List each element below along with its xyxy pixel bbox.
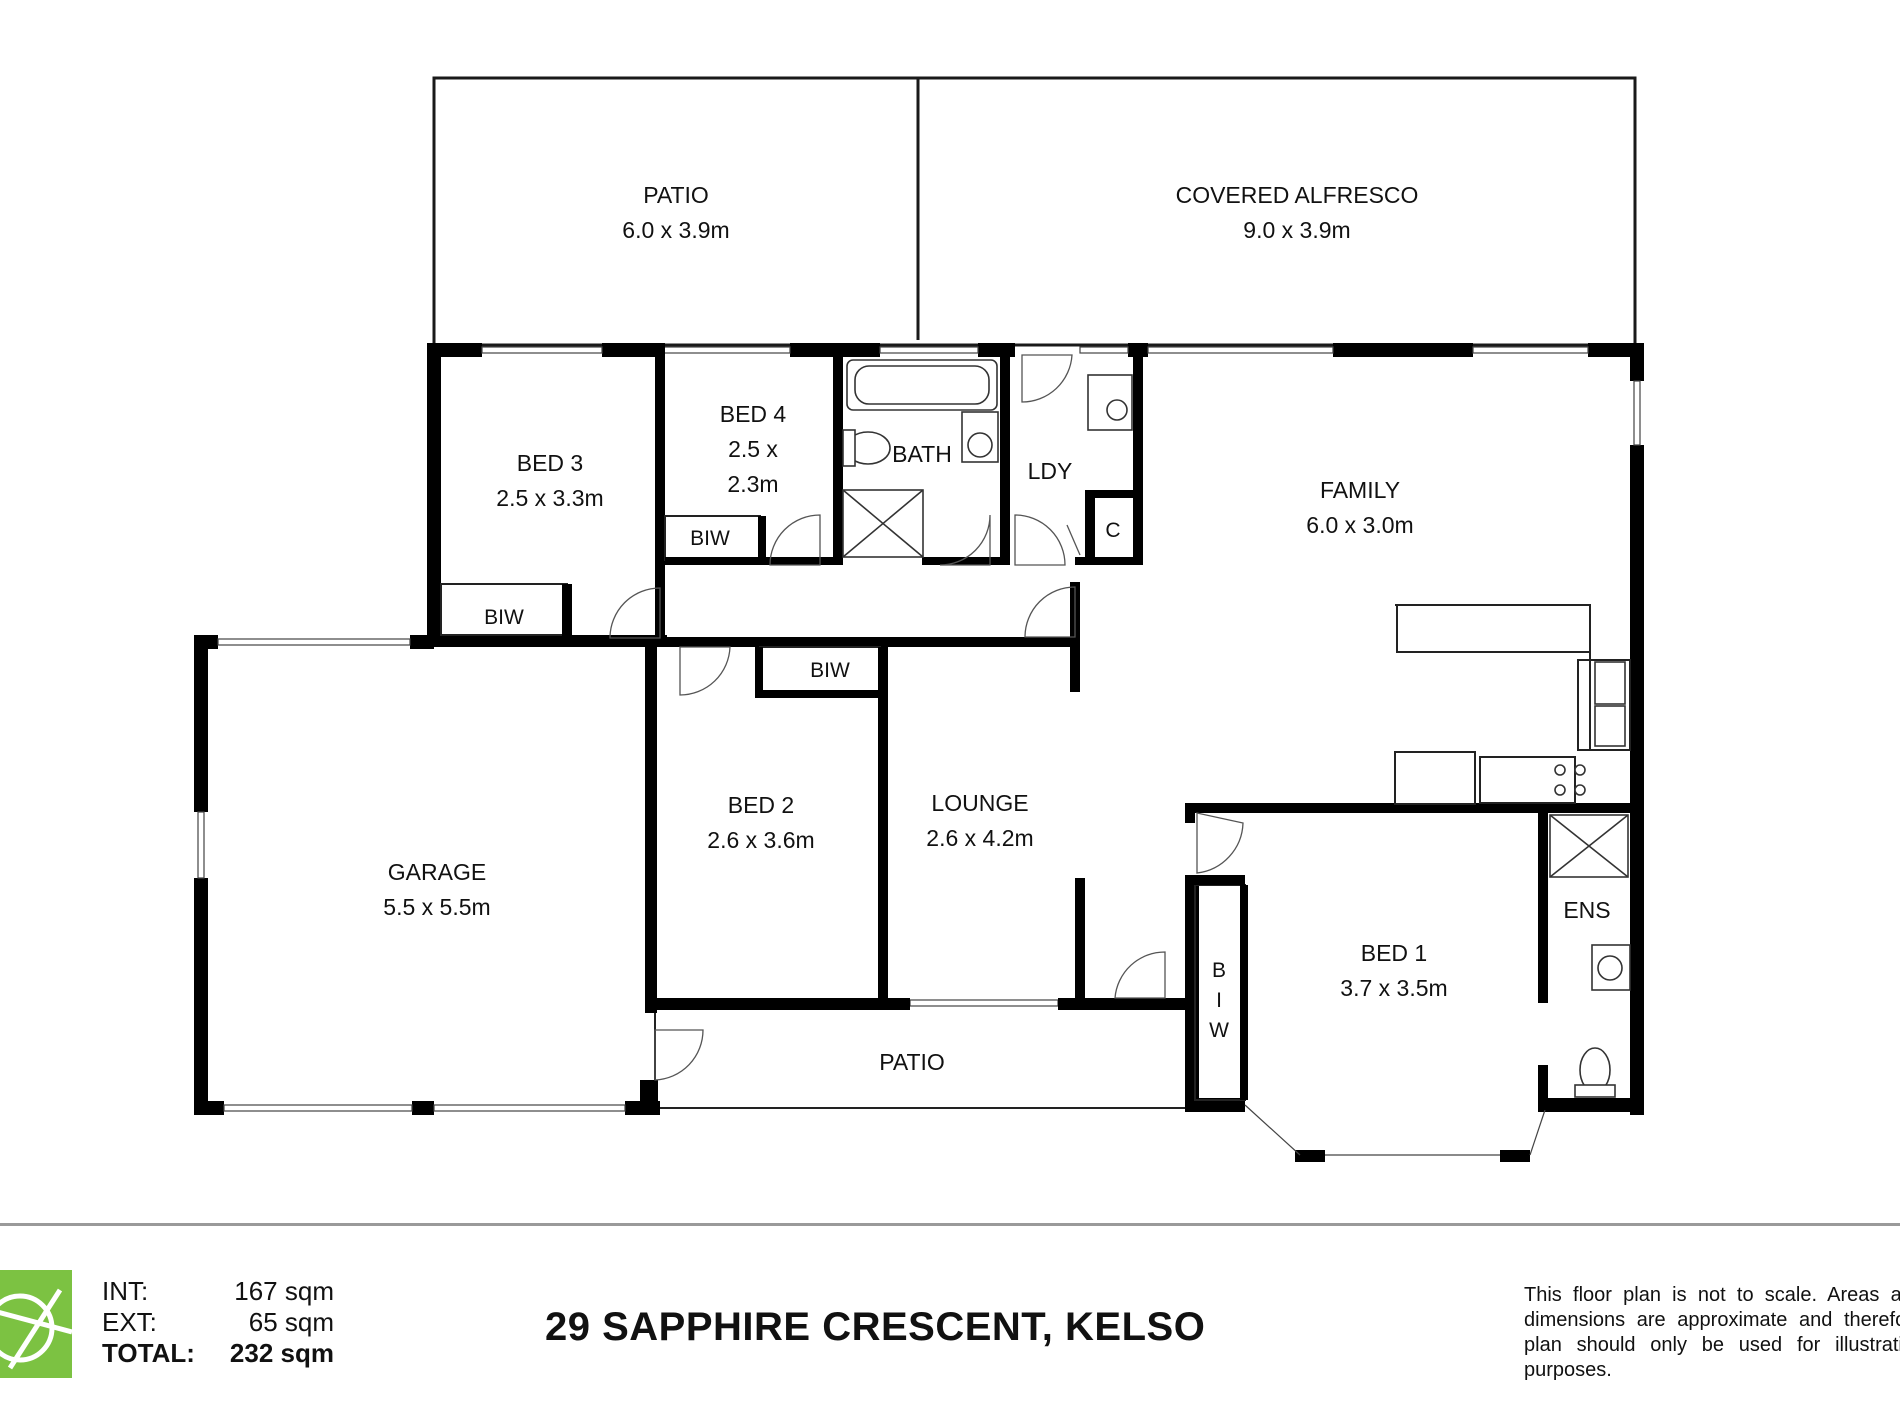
fixtures bbox=[842, 359, 1631, 1098]
room-garage-name: GARAGE bbox=[388, 859, 486, 885]
area-row-ext: EXT: 65 sqm bbox=[102, 1307, 334, 1338]
area-int-label: INT: bbox=[102, 1276, 149, 1306]
doors bbox=[609, 354, 1244, 1081]
room-bed2-dims: 2.6 x 3.6m bbox=[707, 827, 814, 853]
room-garage-dims: 5.5 x 5.5m bbox=[383, 894, 490, 920]
area-row-int: INT: 167 sqm bbox=[102, 1276, 334, 1307]
disclaimer-container: This floor plan is not to scale. Areas a… bbox=[1524, 1280, 1900, 1400]
room-family-name: FAMILY bbox=[1320, 477, 1400, 503]
room-bed1-dims: 3.7 x 3.5m bbox=[1340, 975, 1447, 1001]
exterior-walls bbox=[194, 343, 1644, 1162]
room-biw-bed1-l1: B bbox=[1212, 959, 1226, 982]
room-bath-name: BATH bbox=[892, 441, 952, 467]
room-bed1-name: BED 1 bbox=[1361, 940, 1427, 966]
floor-plan: PATIO 6.0 x 3.9m COVERED ALFRESCO 9.0 x … bbox=[194, 76, 1644, 1162]
area-total-value: 232 sqm bbox=[229, 1338, 334, 1368]
company-logo bbox=[0, 1270, 72, 1378]
room-biw-bed1-l2: I bbox=[1216, 989, 1222, 1012]
area-int-value: 167 sqm bbox=[234, 1276, 334, 1306]
room-ens-name: ENS bbox=[1563, 897, 1610, 923]
windows bbox=[197, 346, 1641, 1156]
room-ldy-name: LDY bbox=[1028, 458, 1073, 484]
room-biw-bed1-l3: W bbox=[1209, 1019, 1229, 1042]
room-alfresco-dims: 9.0 x 3.9m bbox=[1243, 217, 1350, 243]
outdoor-outline bbox=[432, 76, 1637, 347]
room-bed4-name: BED 4 bbox=[720, 401, 787, 427]
room-biw-bed4-name: BIW bbox=[690, 527, 730, 550]
room-family-dims: 6.0 x 3.0m bbox=[1306, 512, 1413, 538]
room-bed3-dims: 2.5 x 3.3m bbox=[496, 485, 603, 511]
area-ext-value: 65 sqm bbox=[248, 1307, 334, 1337]
footer-divider bbox=[0, 1223, 1900, 1226]
area-summary: INT: 167 sqm EXT: 65 sqm TOTAL: 232 sqm bbox=[102, 1276, 334, 1369]
room-patio-front-name: PATIO bbox=[879, 1049, 945, 1075]
area-total-label: TOTAL: bbox=[102, 1338, 195, 1368]
interior-walls bbox=[427, 343, 1644, 1110]
room-patio-rear-name: PATIO bbox=[643, 182, 709, 208]
room-bed3-name: BED 3 bbox=[517, 450, 583, 476]
room-bed4-dims-1: 2.5 x bbox=[728, 436, 778, 462]
room-labels: PATIO 6.0 x 3.9m COVERED ALFRESCO 9.0 x … bbox=[383, 182, 1610, 1075]
room-lounge-dims: 2.6 x 4.2m bbox=[926, 825, 1033, 851]
area-ext-label: EXT: bbox=[102, 1307, 157, 1337]
room-biw-bed2-name: BIW bbox=[810, 659, 850, 682]
room-c-name: C bbox=[1105, 519, 1120, 542]
room-bed4-dims-2: 2.3m bbox=[727, 471, 778, 497]
room-alfresco-name: COVERED ALFRESCO bbox=[1176, 182, 1419, 208]
disclaimer-text: This floor plan is not to scale. Areas a… bbox=[1524, 1284, 1900, 1381]
room-patio-rear-dims: 6.0 x 3.9m bbox=[622, 217, 729, 243]
property-address: 29 SAPPHIRE CRESCENT, KELSO bbox=[545, 1305, 1206, 1349]
room-bed2-name: BED 2 bbox=[728, 792, 794, 818]
room-biw-bed3-name: BIW bbox=[484, 606, 524, 629]
room-lounge-name: LOUNGE bbox=[931, 790, 1028, 816]
area-row-total: TOTAL: 232 sqm bbox=[102, 1338, 334, 1369]
